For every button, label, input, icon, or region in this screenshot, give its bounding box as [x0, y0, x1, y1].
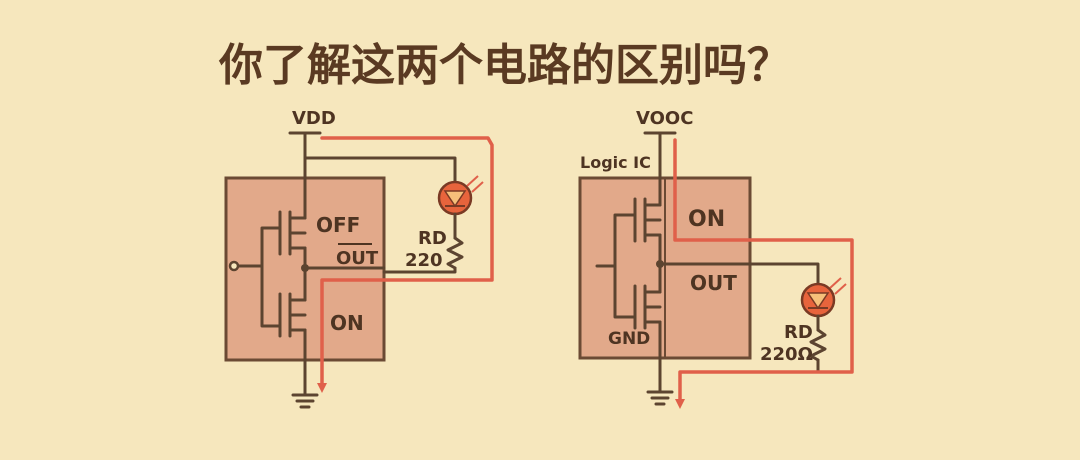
left-resistor-label: RD: [418, 228, 447, 249]
right-led-symbol: [806, 292, 830, 310]
right-upper-fet-state: ON: [688, 207, 725, 232]
left-upper-mosfet-symbol: [278, 210, 307, 256]
right-out-node: [656, 260, 664, 268]
right-current-flow-path: [673, 138, 854, 409]
page-title: 你了解这两个电路的区别吗？: [218, 40, 791, 91]
left-resistor-return-wire: [382, 266, 457, 274]
left-upper-fet-state: OFF: [316, 213, 360, 237]
left-gate-bus: [260, 226, 282, 328]
right-resistor-icon: [809, 328, 827, 362]
left-led-supply-wire: [303, 156, 457, 184]
right-ic-label: Logic IC: [580, 153, 651, 172]
left-current-flow-path: [317, 136, 494, 393]
right-resistor-label: RD: [784, 322, 813, 343]
right-lower-mosfet-symbol: [633, 284, 662, 330]
left-out-node: [301, 264, 309, 272]
right-resistor-value: 220Ω: [760, 344, 813, 365]
left-input-terminal: [228, 260, 240, 272]
right-circuit: VOOC Logic IC: [578, 108, 854, 409]
left-resistor-icon: [446, 236, 464, 270]
right-led-supply-wire: [748, 262, 820, 286]
right-upper-mosfet-symbol: [633, 197, 662, 243]
left-circuit: VDD: [224, 108, 494, 409]
left-ground-icon: [291, 393, 319, 409]
left-led-symbol: [443, 190, 467, 208]
left-lower-fet-state: ON: [330, 311, 364, 335]
left-resistor-value: 220: [405, 250, 443, 271]
right-output-label: OUT: [690, 271, 737, 295]
left-output-label: OUT: [336, 248, 379, 269]
left-lower-mosfet-symbol: [278, 292, 307, 338]
right-ground-icon: [646, 390, 674, 406]
right-vooc-label: VOOC: [636, 108, 693, 129]
right-ground-label: GND: [608, 329, 650, 349]
left-vdd-label: VDD: [292, 108, 336, 129]
